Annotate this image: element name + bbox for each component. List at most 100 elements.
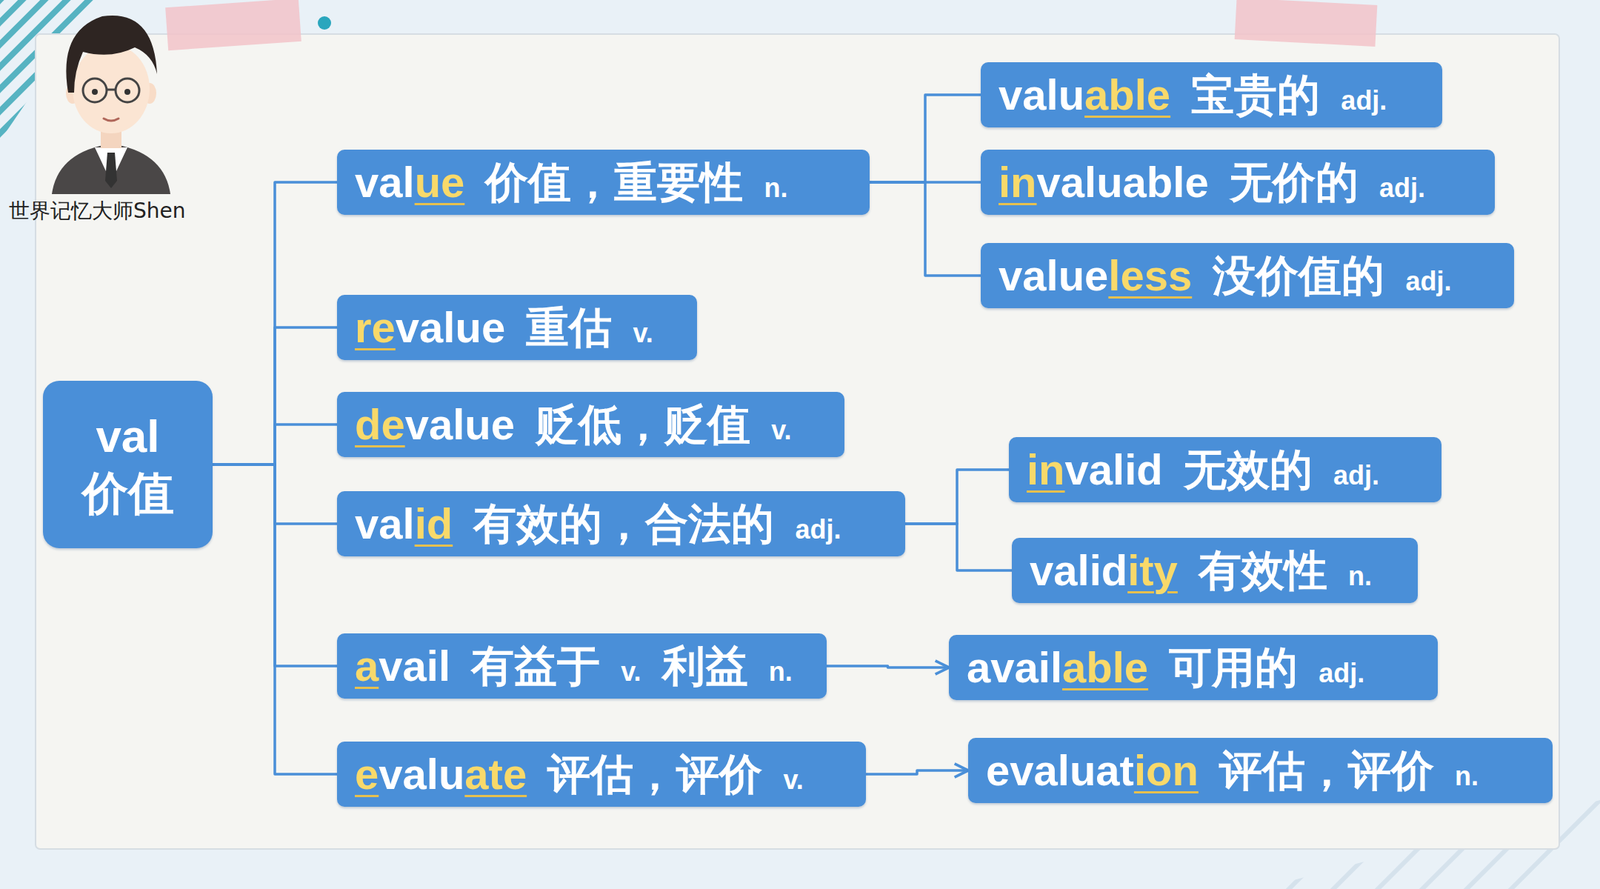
bracket-connector <box>869 182 981 276</box>
affix-highlight: a <box>354 641 379 690</box>
word-entry: validity 有效性 n. <box>1029 544 1372 597</box>
part-of-speech: v. <box>782 764 803 795</box>
part-of-speech: adj. <box>1405 265 1452 297</box>
word-box: valid 有效的，合法的 adj. <box>337 491 906 557</box>
avatar-glasses <box>106 88 116 92</box>
affix-highlight: e <box>354 749 379 798</box>
text-run: value 贬低，贬值 <box>405 400 772 449</box>
part-of-speech: adj. <box>794 514 841 545</box>
text-run: 有效性 <box>1177 545 1349 595</box>
word-box: avail 有益于 v. 利益 n. <box>337 633 827 699</box>
word-entry: avail 有益于 v. 利益 n. <box>354 640 793 692</box>
part-of-speech: n. <box>1348 560 1372 592</box>
affix-highlight: in <box>1026 445 1066 494</box>
bracket-connector <box>905 523 1012 571</box>
word-box: devalue 贬低，贬值 v. <box>337 391 845 458</box>
bracket-connector <box>212 424 338 465</box>
word-entry: available 可用的 adj. <box>966 641 1365 694</box>
bracket-connector <box>905 469 1009 524</box>
word-entry: invaluable 无价的 adj. <box>998 156 1426 209</box>
part-of-speech: v. <box>620 656 641 687</box>
text-run: 利益 <box>641 641 769 690</box>
arrow-connector <box>865 770 969 775</box>
avatar-suit <box>51 143 171 195</box>
avatar-face <box>72 44 150 134</box>
word-entry: revalue 重估 v. <box>354 301 654 354</box>
affix-highlight: able <box>1084 70 1171 119</box>
affix-highlight: re <box>354 302 396 352</box>
affix-highlight: id <box>414 499 454 548</box>
avatar-glasses <box>115 78 140 103</box>
dot <box>317 16 332 30</box>
text-run: vail 有益于 <box>378 641 621 690</box>
text-run: 评估，评价 <box>1198 745 1455 795</box>
part-of-speech: n. <box>764 172 789 203</box>
text-run: val <box>354 157 415 206</box>
word-entry: valid 有效的，合法的 adj. <box>354 497 841 550</box>
word-entry: value 价值，重要性 n. <box>354 156 789 209</box>
part-of-speech: v. <box>632 317 653 349</box>
text-run: valid 无效的 <box>1065 445 1334 494</box>
word-box: evaluation 评估，评价 n. <box>968 737 1553 803</box>
word-box: invalid 无效的 adj. <box>1008 437 1442 503</box>
text-run: valuable 无价的 <box>1037 157 1380 206</box>
text-run: val 价值 <box>82 410 175 520</box>
word-box: available 可用的 adj. <box>948 634 1438 700</box>
avatar-mouth <box>103 118 119 121</box>
word-entry: devalue 贬低，贬值 v. <box>354 398 792 451</box>
avatar-tie <box>105 152 118 189</box>
avatar-eye <box>124 88 131 95</box>
affix-highlight: able <box>1062 642 1149 692</box>
word-box: value 价值，重要性 n. <box>337 149 870 215</box>
affix-highlight: in <box>998 157 1038 206</box>
word-box: valuable 宝贵的 adj. <box>980 62 1443 128</box>
author-label: 世界记忆大师Shen <box>8 197 186 226</box>
bracket-connector <box>869 94 981 183</box>
text-run: avail <box>966 642 1063 692</box>
part-of-speech: n. <box>1454 760 1479 792</box>
text-run: 可用的 <box>1148 642 1319 692</box>
root-box: val 价值 <box>42 380 213 549</box>
word-entry: invalid 无效的 adj. <box>1026 443 1380 496</box>
text-run: valu <box>378 749 465 798</box>
part-of-speech: v. <box>771 414 792 446</box>
affix-highlight: ity <box>1127 545 1178 595</box>
affix-highlight: ion <box>1134 745 1199 795</box>
part-of-speech: n. <box>768 656 793 687</box>
word-entry: evaluate 评估，评价 v. <box>354 748 804 800</box>
text-run: 评估，评价 <box>526 749 783 798</box>
text-run: valid <box>1029 545 1128 595</box>
tape <box>165 0 302 51</box>
text-run: valu <box>998 70 1085 119</box>
bracket-connector <box>212 327 338 465</box>
part-of-speech: adj. <box>1333 460 1380 491</box>
panel <box>35 34 1560 849</box>
word-box: revalue 重估 v. <box>337 294 698 360</box>
word-box: valueless 没价值的 adj. <box>980 242 1515 309</box>
affix-highlight: ue <box>414 157 466 206</box>
text-run: 没价值的 <box>1191 251 1406 300</box>
part-of-speech: adj. <box>1379 172 1426 203</box>
root-label: val 价值 <box>65 407 192 523</box>
affix-highlight: less <box>1108 251 1192 300</box>
word-box: evaluate 评估，评价 v. <box>337 741 866 807</box>
tape <box>1234 0 1378 47</box>
avatar-glasses <box>82 78 107 103</box>
part-of-speech: adj. <box>1340 85 1387 116</box>
affix-highlight: de <box>354 400 406 449</box>
text-run: evaluat <box>985 745 1135 795</box>
word-entry: valueless 没价值的 adj. <box>998 249 1452 302</box>
word-entry: evaluation 评估，评价 n. <box>985 744 1479 797</box>
avatar-hair <box>65 15 158 93</box>
avatar-eye <box>91 88 98 95</box>
avatar <box>51 15 171 195</box>
text-run: 价值，重要性 <box>464 157 764 206</box>
word-entry: valuable 宝贵的 adj. <box>998 68 1387 121</box>
affix-highlight: ate <box>464 749 527 798</box>
bracket-connector <box>212 182 338 465</box>
text-run: val <box>354 499 415 548</box>
text-run: 宝贵的 <box>1170 70 1341 119</box>
text-run: value <box>998 251 1109 300</box>
